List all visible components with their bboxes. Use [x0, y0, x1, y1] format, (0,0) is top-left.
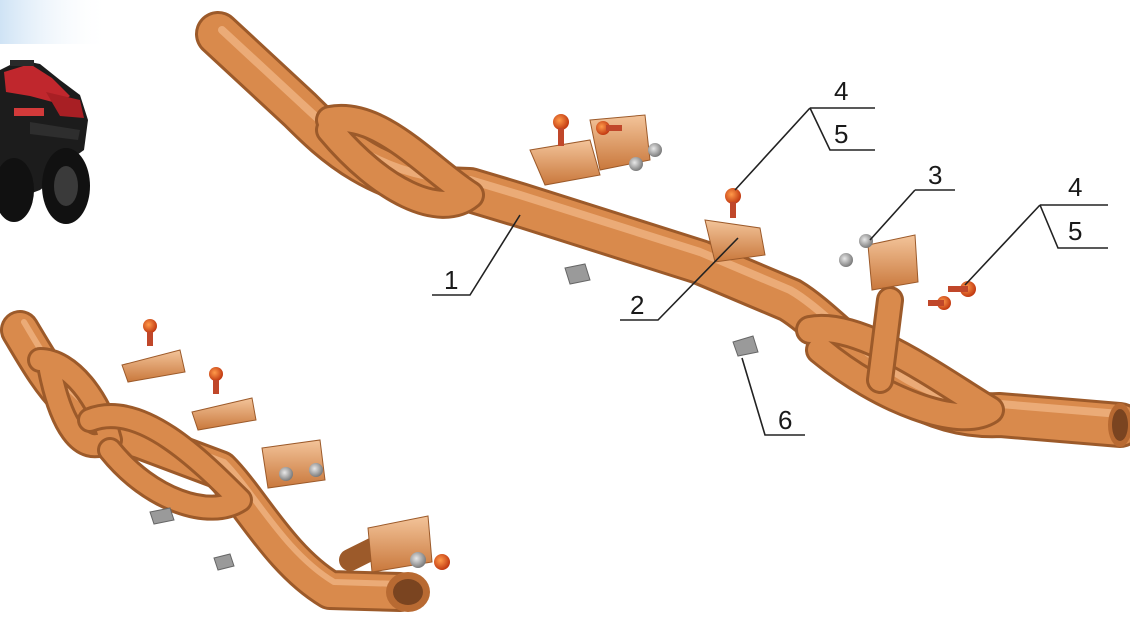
- callout-3-label: 3: [928, 160, 942, 190]
- callout-1-label: 1: [444, 265, 458, 295]
- callout-4b-label: 4: [1068, 172, 1082, 202]
- callout-5a-label: 5: [834, 119, 848, 149]
- callout-5b-label: 5: [1068, 216, 1082, 246]
- callout-2: 2: [620, 237, 739, 321]
- callout-2-label: 2: [630, 290, 644, 320]
- callout-4-5-upper: 4 5: [734, 76, 875, 191]
- callout-4-5-right: 4 5: [964, 172, 1108, 286]
- callout-6: 6: [741, 357, 805, 436]
- callout-3: 3: [869, 160, 955, 241]
- corner-glow: [0, 0, 110, 44]
- assembled-bumper: [0, 310, 450, 612]
- atv-vehicle-icon: [0, 60, 90, 224]
- callout-1: 1: [432, 214, 521, 296]
- callout-6-label: 6: [778, 405, 792, 435]
- exploded-bumper: [195, 11, 1130, 448]
- callout-4a-label: 4: [834, 76, 848, 106]
